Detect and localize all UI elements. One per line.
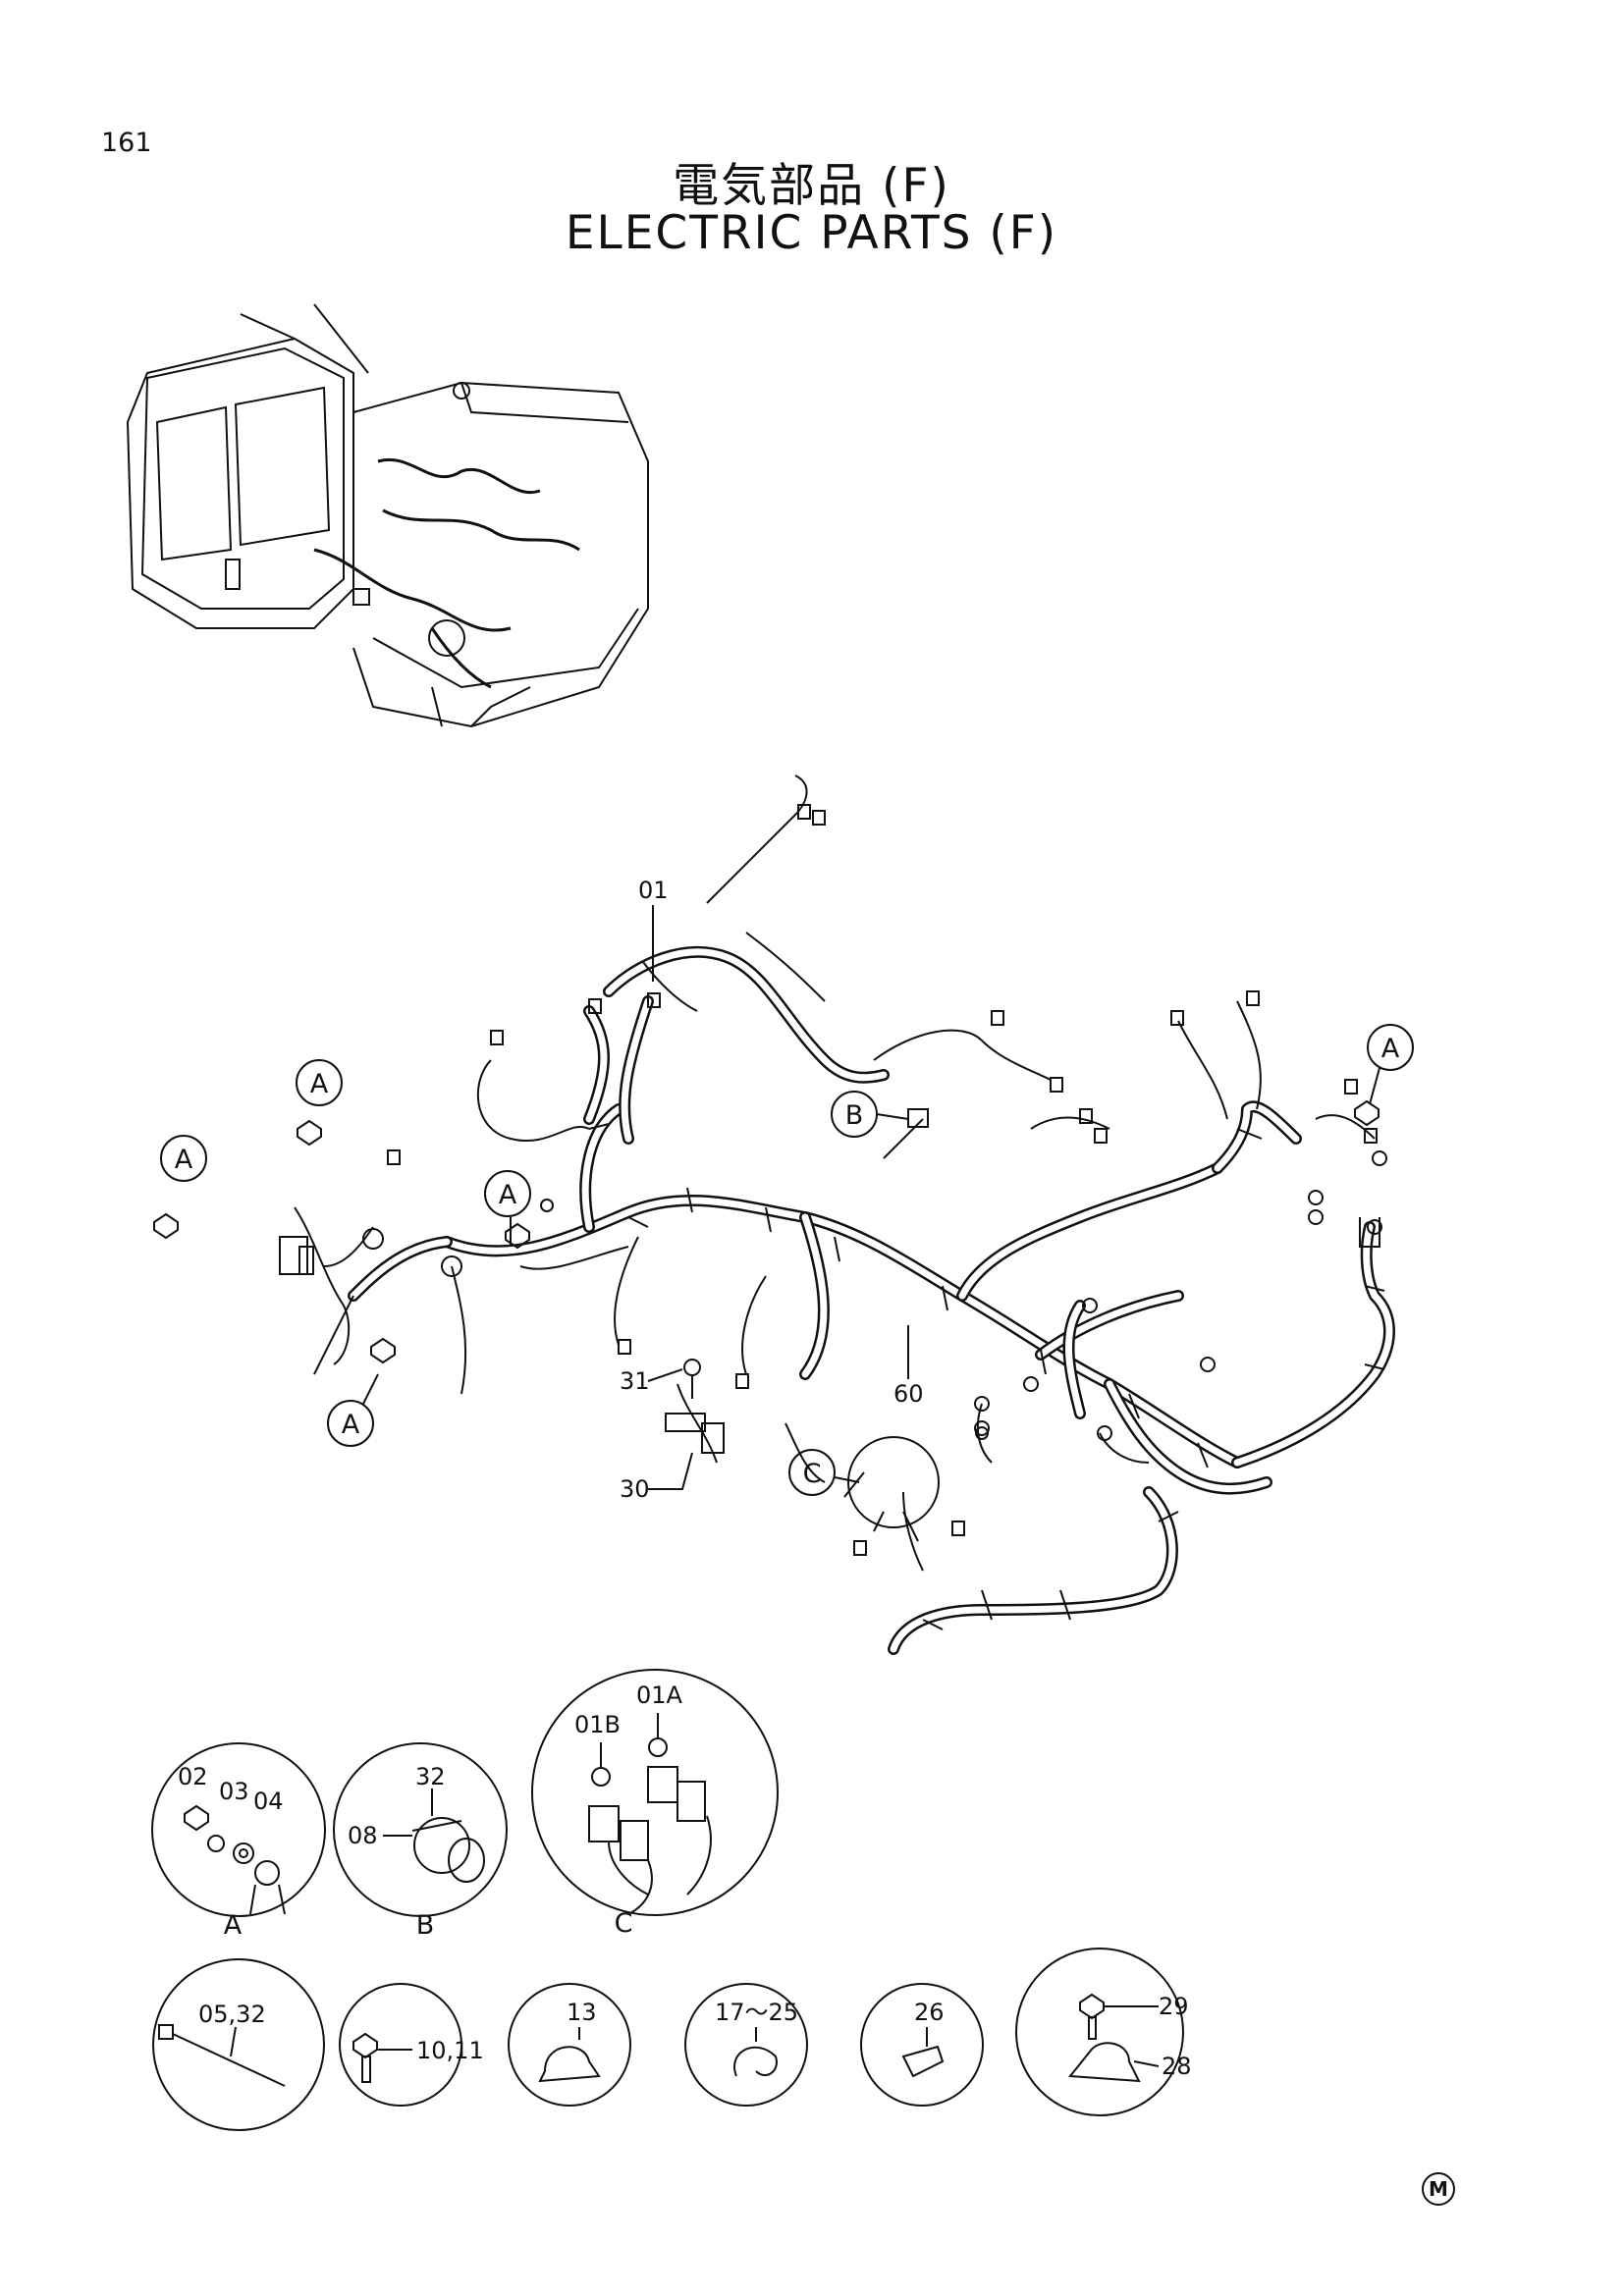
callout-b: B (831, 1091, 929, 1138)
part-label-31: 31 (620, 1367, 683, 1395)
callout-a-label: A (1381, 1034, 1400, 1064)
part-clamp-17-25: 17～25 (684, 1983, 808, 2107)
part-clip-26: 26 (860, 1983, 984, 2107)
part-label-60: 60 (893, 1325, 924, 1408)
svg-text:05,32: 05,32 (198, 2001, 266, 2028)
harness-clamps (588, 1123, 1385, 1630)
svg-text:60: 60 (893, 1380, 924, 1408)
detail-a-part-03: 03 (219, 1778, 249, 1805)
callout-c: C (788, 1449, 860, 1496)
svg-text:13: 13 (567, 1999, 597, 2026)
detail-c-caption: C (615, 1908, 633, 1939)
detail-c-part-01b: 01B (574, 1711, 621, 1738)
svg-text:10,11: 10,11 (416, 2037, 484, 2064)
svg-text:30: 30 (620, 1475, 650, 1503)
callout-c-label: C (803, 1459, 822, 1489)
detail-b-caption: B (416, 1910, 435, 1941)
callout-a-label: A (499, 1180, 517, 1210)
page-title-english: ELECTRIC PARTS (F) (565, 206, 1058, 260)
callout-a-upper-left: A (296, 1059, 343, 1147)
svg-text:28: 28 (1162, 2053, 1192, 2080)
svg-text:01: 01 (638, 877, 669, 904)
part-label-30: 30 (620, 1452, 693, 1503)
callout-a-lower-left: A (327, 1337, 396, 1447)
callout-a-label: A (310, 1069, 329, 1099)
svg-text:17～25: 17～25 (715, 1999, 798, 2026)
callout-a-far-left: A (153, 1135, 207, 1240)
maker-mark: M (1422, 2172, 1455, 2206)
detail-a-part-02: 02 (178, 1763, 208, 1790)
wiring-leads (294, 774, 1376, 1572)
detail-b-part-32: 32 (415, 1763, 446, 1790)
detail-b-part-08: 08 (348, 1822, 378, 1849)
callout-a-center: A (484, 1170, 531, 1250)
part-bolt-29-clamp-28: 29 28 (1015, 1948, 1192, 2116)
detail-a: 02 03 04 A (151, 1742, 326, 1941)
part-label-01: 01 (638, 877, 669, 982)
callout-a-label: A (342, 1410, 360, 1440)
page-title-japanese: 電気部品 (F) (673, 159, 950, 213)
part-clamp-13: 13 (508, 1983, 631, 2107)
detail-a-caption: A (224, 1910, 243, 1941)
part-bolt-10-11: 10,11 (339, 1983, 484, 2107)
detail-b: 32 08 B (333, 1742, 508, 1941)
svg-text:31: 31 (620, 1367, 650, 1395)
main-harness-illustration (348, 945, 1395, 1655)
page-number: 161 (101, 128, 152, 158)
callout-b-label: B (845, 1100, 864, 1131)
detail-c-part-01a: 01A (636, 1682, 683, 1709)
machine-overview-illustration (126, 303, 649, 728)
svg-text:29: 29 (1159, 1993, 1189, 2020)
connectors (279, 804, 1387, 1556)
callout-a-right: A (1354, 1024, 1414, 1127)
detail-a-part-04: 04 (253, 1788, 284, 1815)
svg-text:26: 26 (914, 1999, 945, 2026)
part-tie-band: 05,32 (152, 1958, 325, 2131)
callout-a-label: A (175, 1145, 193, 1175)
detail-c: 01A 01B C (531, 1669, 779, 1939)
